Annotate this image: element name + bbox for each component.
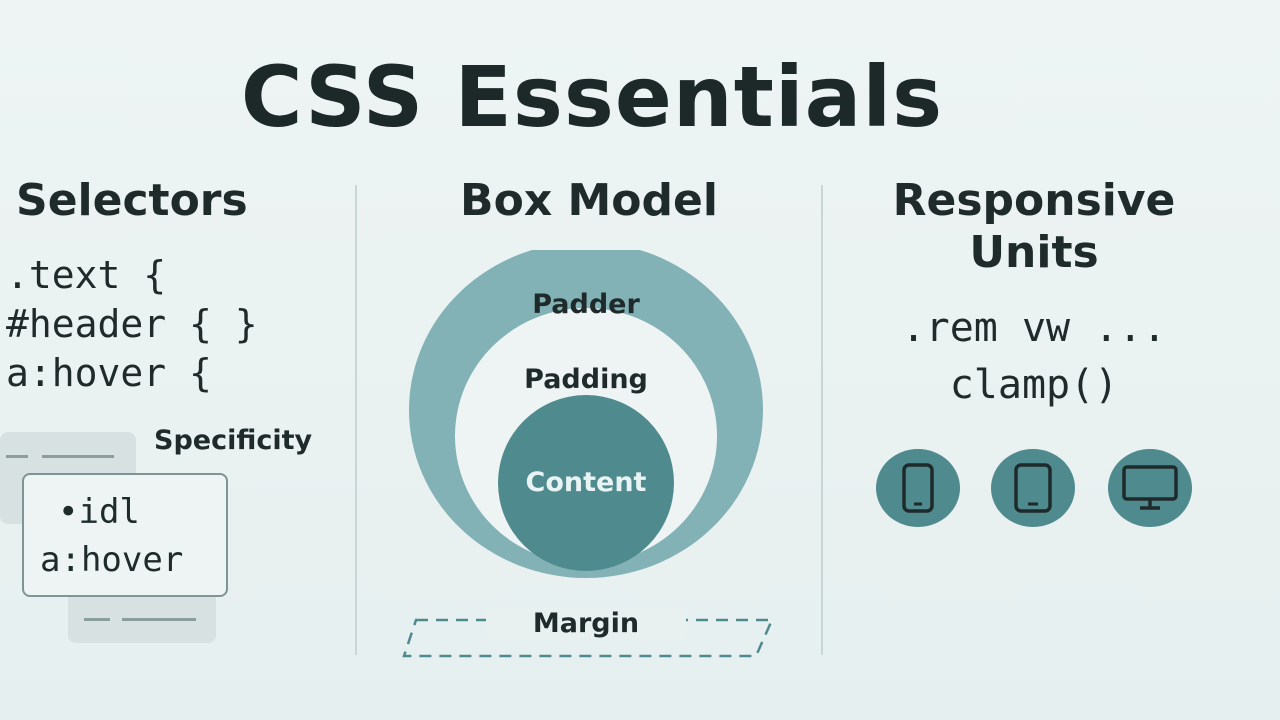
selectors-heading: Selectors	[16, 175, 248, 226]
box-model-heading: Box Model	[460, 175, 718, 226]
desktop-device-badge	[1108, 449, 1192, 527]
phone-device-badge	[876, 449, 960, 527]
margin-dashed-box	[402, 618, 774, 658]
selector-code-line-2: #header { }	[6, 302, 258, 346]
responsive-heading-line-1: Responsive	[892, 175, 1176, 226]
content-circle	[498, 395, 674, 571]
page-title: CSS Essentials	[240, 48, 944, 146]
tablet-icon	[1014, 463, 1052, 513]
back-card-dash	[6, 455, 28, 458]
column-divider-left	[355, 185, 357, 655]
responsive-heading-line-2: Units	[969, 227, 1099, 278]
specificity-card	[22, 473, 228, 597]
padding-label: Padding	[524, 364, 648, 395]
margin-label: Margin	[486, 608, 686, 639]
specificity-card-line-1: •idl	[58, 492, 140, 532]
desktop-icon	[1122, 465, 1178, 510]
phone-icon	[902, 463, 934, 513]
back-card-dash	[84, 618, 110, 621]
box-model-diagram	[402, 250, 774, 658]
back-card-dash	[122, 618, 196, 621]
units-line-2: clamp()	[949, 362, 1119, 408]
column-divider-right	[821, 185, 823, 655]
back-card-dash	[42, 455, 114, 458]
units-line-1: .rem vw ...	[901, 305, 1167, 351]
selector-code-line-3: a:hover {	[6, 351, 212, 395]
specificity-label: Specificity	[154, 425, 313, 456]
outer-ring-label: Padder	[532, 289, 640, 320]
content-label: Content	[525, 467, 647, 498]
specificity-card-line-2: a:hover	[40, 540, 184, 580]
tablet-device-badge	[991, 449, 1075, 527]
selector-code-line-1: .text {	[6, 253, 167, 297]
